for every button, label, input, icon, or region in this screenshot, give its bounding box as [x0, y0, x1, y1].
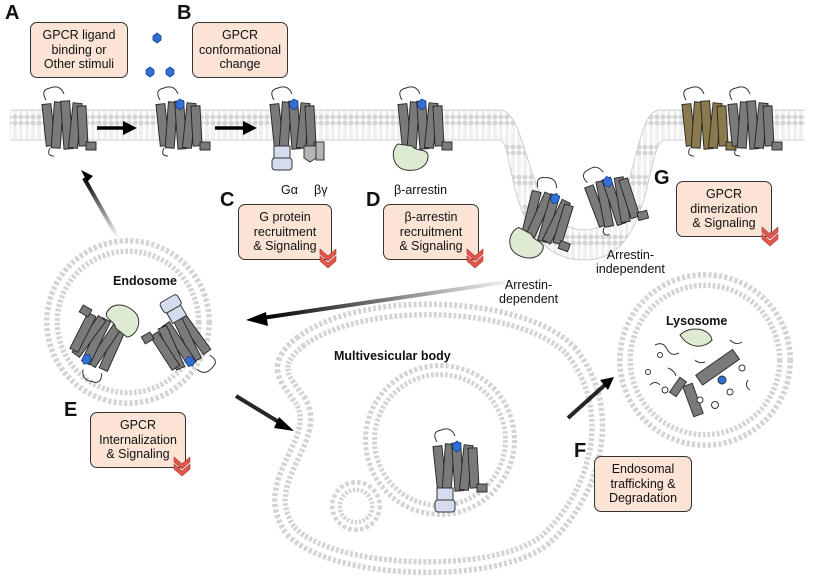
signal-chevron-icon: [466, 248, 484, 269]
ligand-icon: [602, 175, 613, 188]
gpcr-arrestin-independent: [582, 166, 650, 236]
ligand-icon: [549, 192, 560, 205]
label-multivesicular-body: Multivesicular body: [334, 349, 451, 363]
box-dimerization: GPCR dimerization & Signaling: [676, 181, 772, 237]
panel-letter-f: F: [574, 440, 587, 462]
signal-chevron-icon: [319, 248, 337, 269]
box-g-protein-signaling: G protein recruitment & Signaling: [238, 204, 332, 260]
arrestin-icon: [105, 304, 140, 338]
ligand-icon: [81, 354, 92, 365]
panel-letter-e: E: [64, 399, 78, 421]
arrestin-icon: [392, 143, 429, 171]
label-arrestin-dependent: Arrestin- dependent: [499, 278, 558, 306]
gpcr-g-protein-coupled: [269, 86, 325, 171]
gpcr-receptors: [41, 86, 783, 513]
label-line: independent: [596, 262, 665, 276]
label-g-beta-gamma: βγ: [314, 183, 328, 197]
signal-chevron-icon: [173, 456, 191, 477]
gpcr-dimer: [727, 86, 783, 157]
label-lysosome: Lysosome: [666, 314, 728, 328]
ligand-icon: [452, 440, 462, 453]
box-line: trafficking &: [610, 476, 676, 491]
ligand-icon: [175, 98, 185, 111]
box-line: G protein: [259, 210, 311, 225]
box-line: & Signaling: [399, 239, 463, 254]
gpcr-arrestin-dependent: [509, 176, 574, 259]
box-line: Internalization: [99, 432, 177, 447]
box-ligand-binding: GPCR ligand binding or Other stimuli: [30, 22, 128, 78]
box-line: GPCR: [221, 28, 259, 43]
process-arrows: [81, 121, 614, 431]
ligand-molecules: [145, 32, 175, 78]
box-line: GPCR: [119, 418, 157, 433]
label-line: Arrestin-: [504, 278, 553, 292]
label-arrestin-independent: Arrestin- independent: [596, 248, 665, 276]
box-line: change: [219, 57, 261, 72]
label-g-alpha: Gα: [281, 183, 298, 197]
label-beta-arrestin: β-arrestin: [394, 183, 448, 197]
box-conformational-change: GPCR conformational change: [192, 22, 288, 78]
box-line: GPCR ligand: [42, 28, 116, 43]
gpcr-inactive: [41, 86, 97, 157]
box-line: & Signaling: [106, 447, 170, 462]
ligand-icon: [289, 98, 299, 111]
box-line: & Signaling: [253, 239, 317, 254]
label-line: dependent: [499, 292, 559, 306]
signal-chevron-icon: [761, 226, 779, 247]
lysosome-debris: [645, 328, 751, 418]
gpcr-multivesicular: [432, 428, 488, 513]
panel-letter-b: B: [177, 2, 192, 24]
label-line: Arrestin-: [606, 248, 655, 262]
box-line: Other stimuli: [43, 57, 115, 72]
box-line: Degradation: [608, 491, 678, 506]
gpcr-endosome-arrestin: [69, 304, 140, 383]
panel-letter-a: A: [5, 2, 20, 24]
box-endosomal-trafficking: Endosomal trafficking & Degradation: [594, 456, 692, 512]
box-line: Endosomal: [611, 462, 675, 477]
lysosome-membrane: [617, 272, 793, 448]
arrestin-icon: [509, 226, 544, 259]
ligand-icon: [184, 356, 196, 367]
label-endosome: Endosome: [113, 274, 177, 288]
box-line: recruitment: [253, 224, 317, 239]
gpcr-ligand-bound: [155, 86, 211, 157]
box-line: binding or: [51, 42, 107, 57]
gpcr-endosome-g-protein: [140, 294, 216, 373]
panel-letter-c: C: [220, 189, 235, 211]
panel-letter-d: D: [366, 189, 381, 211]
gpcr-dimer-partner: [681, 86, 737, 157]
box-line: recruitment: [399, 224, 463, 239]
ligand-icon: [417, 98, 427, 111]
box-internalization: GPCR Internalization & Signaling: [90, 412, 186, 468]
g-beta-gamma-icon: [303, 145, 317, 163]
box-line: & Signaling: [692, 216, 756, 231]
box-line: GPCR: [705, 187, 743, 202]
gpcr-arrestin-bound: [392, 86, 453, 171]
box-line: conformational: [199, 42, 281, 57]
panel-letter-g: G: [654, 167, 670, 189]
box-line: β-arrestin: [404, 210, 458, 225]
box-arrestin-signaling: β-arrestin recruitment & Signaling: [383, 204, 479, 260]
box-line: dimerization: [690, 201, 758, 216]
